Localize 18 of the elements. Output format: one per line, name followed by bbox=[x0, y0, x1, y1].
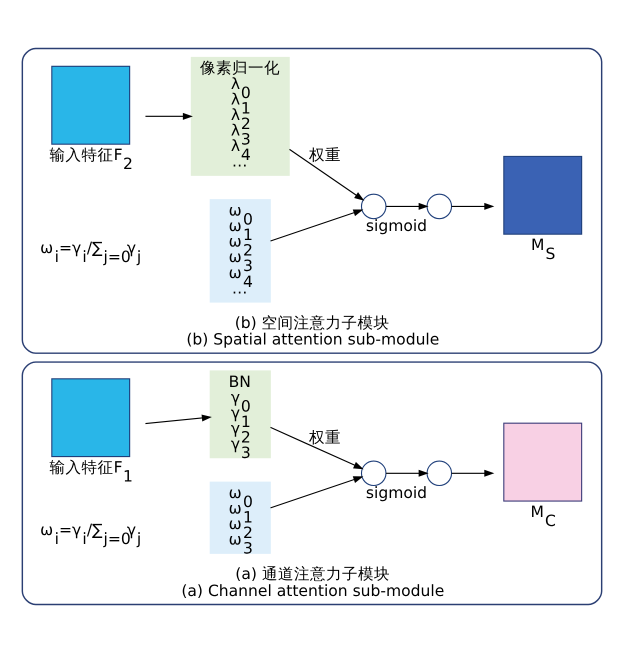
arrow bbox=[144, 414, 212, 424]
node-label: sigmoid bbox=[365, 484, 427, 502]
edge-label: 权重 bbox=[308, 146, 341, 164]
edge-label: 权重 bbox=[308, 428, 341, 446]
node-circle bbox=[360, 460, 386, 486]
node-circle bbox=[426, 194, 452, 220]
node-circle bbox=[360, 194, 386, 220]
arrow bbox=[386, 470, 428, 477]
arrow bbox=[386, 202, 428, 210]
node-circle bbox=[426, 460, 452, 486]
arrow bbox=[451, 202, 494, 210]
arrow bbox=[144, 112, 192, 120]
node-label: sigmoid bbox=[365, 217, 427, 236]
arrow bbox=[270, 426, 364, 470]
arrow bbox=[288, 148, 364, 201]
arrow bbox=[270, 209, 363, 242]
arrow bbox=[451, 470, 494, 477]
arrow bbox=[270, 476, 363, 508]
